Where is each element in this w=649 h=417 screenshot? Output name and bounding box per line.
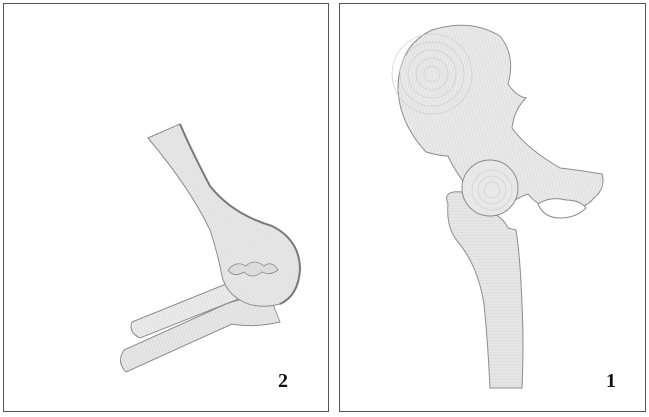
femoral-head — [462, 160, 518, 216]
panel-number-1: 1 — [606, 370, 616, 393]
hip-illustration — [340, 4, 647, 413]
panel-hip: 1 — [339, 3, 646, 412]
knee-illustration — [4, 4, 330, 413]
panel-number-2: 2 — [278, 370, 288, 393]
panel-knee: 2 — [3, 3, 329, 412]
